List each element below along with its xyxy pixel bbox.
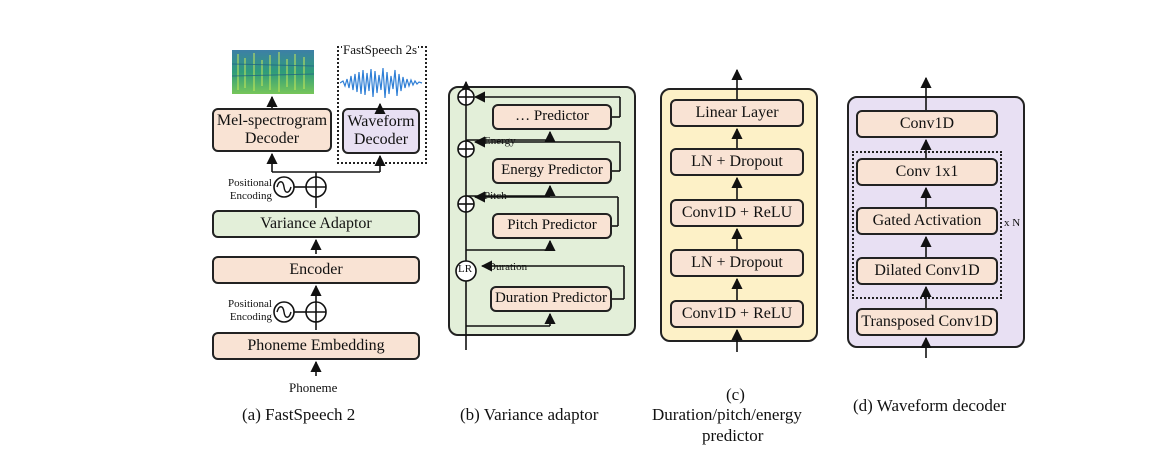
more-predictor-box: … Predictor xyxy=(492,104,612,130)
duration-predictor-box: Duration Predictor xyxy=(490,286,612,312)
gated-activation-box: Gated Activation xyxy=(856,207,998,235)
caption-c-line3: predictor xyxy=(702,426,764,445)
caption-c-line1: (c) xyxy=(726,385,745,404)
positional-encoding-label-bottom: Positional Encoding xyxy=(227,298,272,323)
mel-spectrogram-image xyxy=(232,50,314,94)
fastspeech2s-label: FastSpeech 2s xyxy=(342,42,419,58)
duration-label: Duration xyxy=(488,261,528,273)
variance-adaptor-box: Variance Adaptor xyxy=(212,210,420,238)
positional-encoding-label-top: Positional Encoding xyxy=(227,177,272,202)
dilated-conv1d-box: Dilated Conv1D xyxy=(856,257,998,285)
ln-dropout-box-lower: LN + Dropout xyxy=(670,249,804,277)
encoder-box: Encoder xyxy=(212,256,420,284)
conv1d-relu-box-lower: Conv1D + ReLU xyxy=(670,300,804,328)
lr-label: LR xyxy=(458,263,473,275)
waveform-decoder: Waveform Decoder xyxy=(342,108,420,154)
pitch-predictor-box: Pitch Predictor xyxy=(492,213,612,239)
linear-layer-box: Linear Layer xyxy=(670,99,804,127)
ln-dropout-box-upper: LN + Dropout xyxy=(670,148,804,176)
mel-spectrogram-decoder: Mel-spectrogram Decoder xyxy=(212,108,332,152)
energy-predictor-box: Energy Predictor xyxy=(492,158,612,184)
conv1d-box: Conv1D xyxy=(856,110,998,138)
caption-a: (a) FastSpeech 2 xyxy=(242,405,356,424)
transposed-conv1d-box: Transposed Conv1D xyxy=(856,308,998,336)
caption-d: (d) Waveform decoder xyxy=(853,396,1007,415)
waveform-image xyxy=(340,67,423,99)
caption-b: (b) Variance adaptor xyxy=(460,405,599,424)
repeat-label: x N xyxy=(1004,217,1021,229)
repeat-block xyxy=(852,151,1002,299)
energy-label: Energy xyxy=(484,135,516,147)
conv-1x1-box: Conv 1x1 xyxy=(856,158,998,186)
phoneme-embedding-box: Phoneme Embedding xyxy=(212,332,420,360)
caption-c-line2: Duration/pitch/energy xyxy=(652,405,802,424)
phoneme-input-label: Phoneme xyxy=(289,380,338,395)
conv1d-relu-box-upper: Conv1D + ReLU xyxy=(670,199,804,227)
